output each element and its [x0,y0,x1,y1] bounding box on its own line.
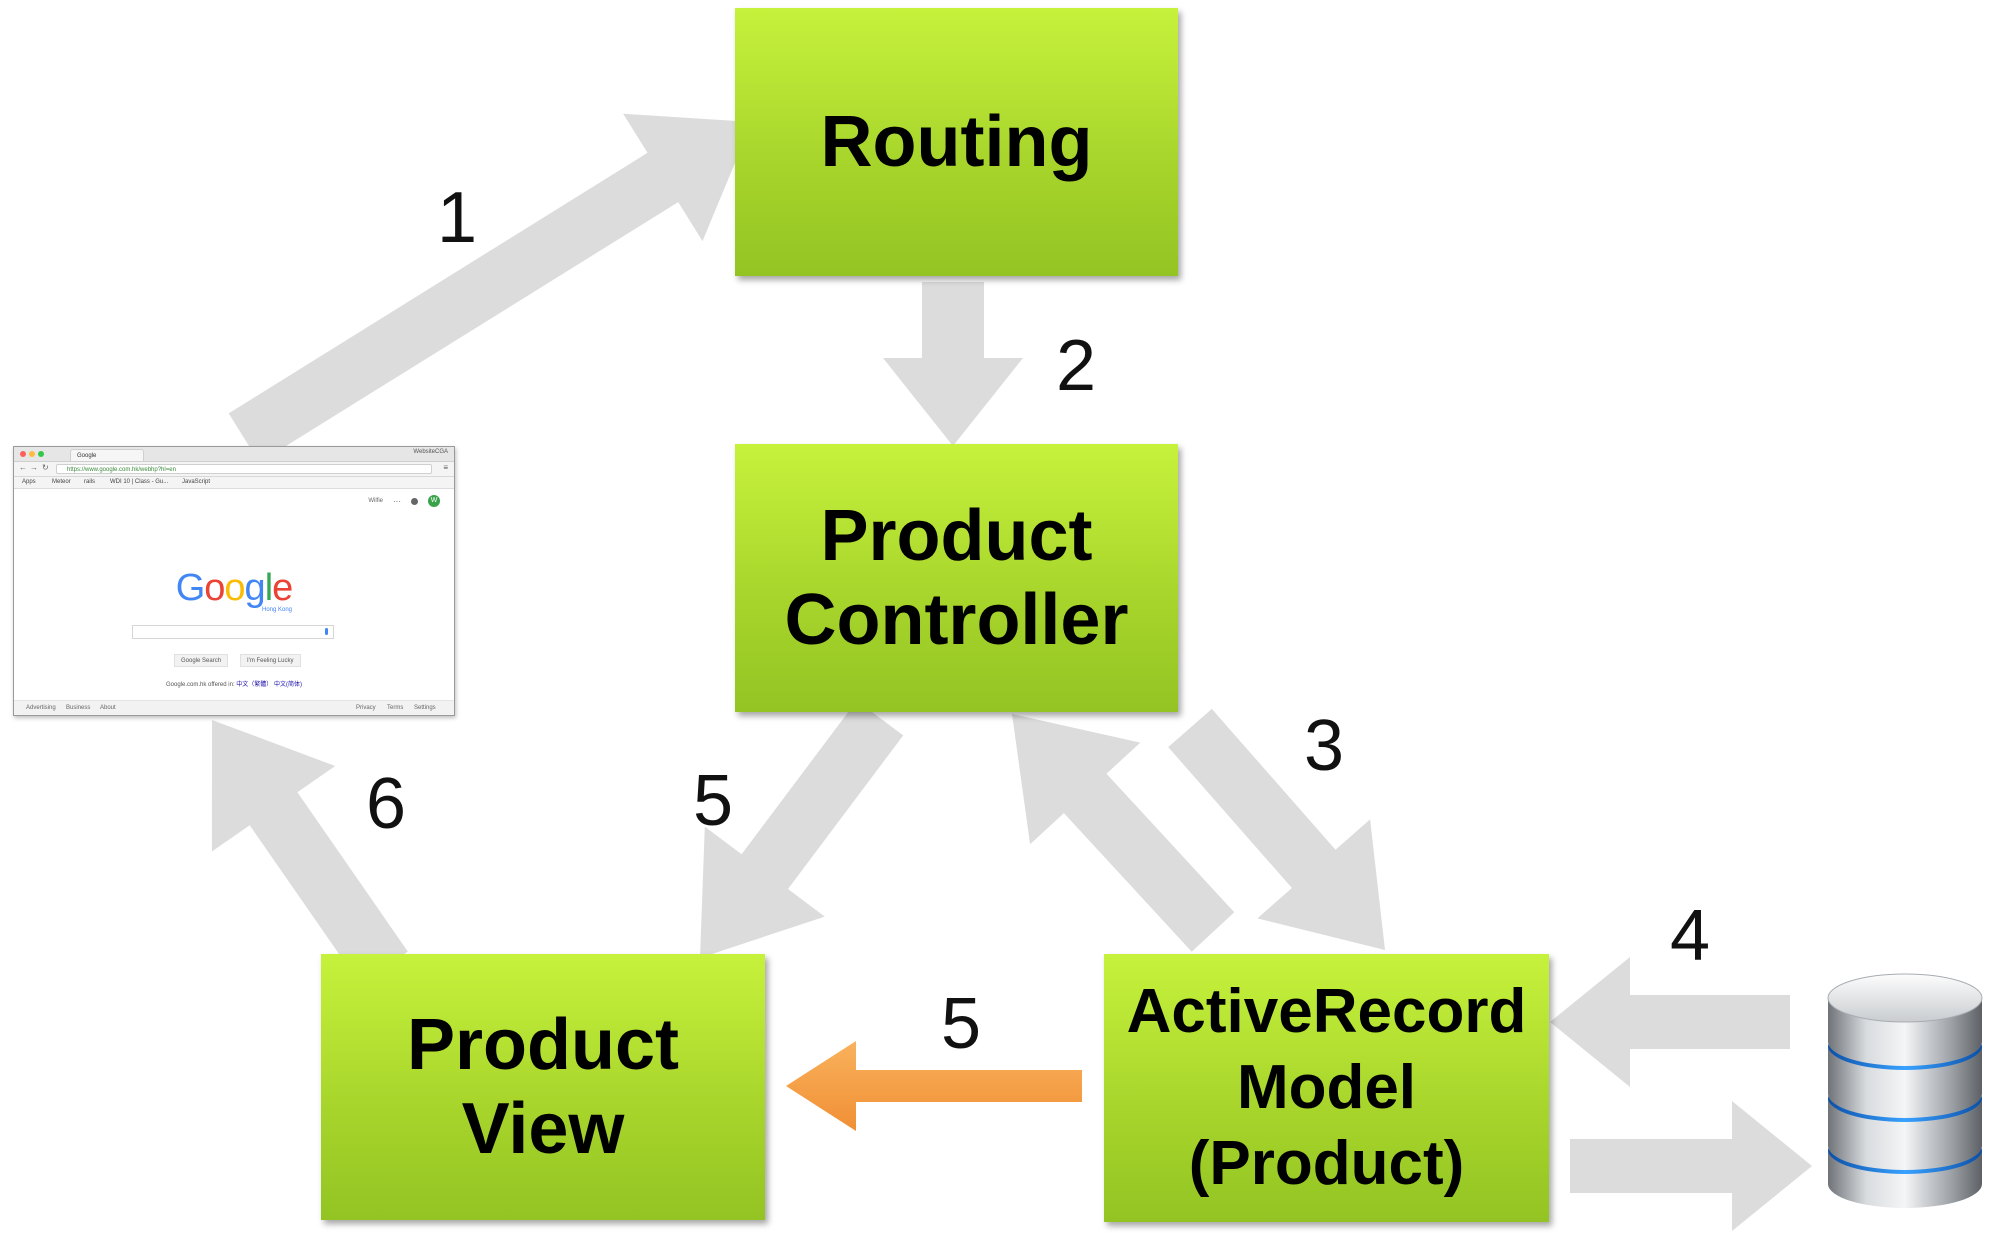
minimize-dot-icon[interactable] [29,451,35,457]
browser-tab[interactable]: Google [70,449,144,461]
zoom-dot-icon[interactable] [38,451,44,457]
routing-label: Routing [820,102,1093,182]
google-logo-letter: l [264,567,274,609]
bookmarks-bar: Apps Meteor rails WDI 10 | Class - Gu...… [14,477,454,489]
step-2-label: 2 [1056,326,1097,406]
google-logo-letter: e [272,567,293,609]
footer-link[interactable]: Terms [387,705,404,711]
language-links[interactable]: 中文（繁體） 中文(简体) [236,682,302,688]
bookmark-item[interactable]: WDI 10 | Class - Gu... [110,479,169,485]
footer-link[interactable]: About [100,705,116,711]
model-label-line2: Model [1236,1053,1417,1122]
apps-grid-icon[interactable]: ⋯ [393,496,401,506]
arrow-6-view-to-browser [211,720,408,985]
google-logo-letter: g [244,567,266,609]
bookmark-item[interactable]: Apps [22,479,36,485]
routing-box: Routing [735,8,1178,276]
google-logo-sub: Hong Kong [262,607,293,613]
product-controller-box: Product Controller [735,444,1178,712]
step-1-label: 1 [437,178,478,258]
footer-link[interactable]: Settings [414,705,436,711]
bookmark-item[interactable]: JavaScript [182,479,211,485]
model-label-line3: (Product) [1188,1129,1465,1198]
step-4-label: 4 [1670,896,1711,976]
google-search-button[interactable]: Google Search [174,654,229,667]
controller-label-line2: Controller [784,580,1129,660]
view-label-line1: Product [406,1005,679,1085]
close-dot-icon[interactable] [20,451,26,457]
google-topbar: Wilfie ⋯ W [368,495,440,507]
step-5-model-view-label: 5 [941,984,982,1064]
feeling-lucky-button[interactable]: I'm Feeling Lucky [240,654,301,667]
browser-titlebar: Google WebsiteCGA [14,447,454,462]
avatar[interactable]: W [428,495,440,507]
model-label-line1: ActiveRecord [1126,977,1527,1046]
arrow-5-model-to-view [786,1041,1082,1131]
step-3-label: 3 [1304,706,1345,786]
database-icon [1827,973,1983,1208]
arrow-model-to-controller [1012,714,1235,952]
arrow-2-routing-to-controller [883,282,1023,446]
forward-icon[interactable]: → [30,463,38,472]
google-logo: Google [14,567,454,610]
menu-icon[interactable]: ≡ [443,463,448,472]
notifications-icon[interactable] [411,497,418,505]
step-6-label: 6 [366,764,407,844]
gmail-link[interactable]: Wilfie [368,498,383,504]
offered-in-text: Google.com.hk offered in: 中文（繁體） 中文(简体) [14,679,454,688]
browser-footer: Advertising Business About Privacy Terms… [14,700,454,715]
activerecord-model-box: ActiveRecord Model (Product) [1104,954,1549,1222]
footer-link[interactable]: Business [66,705,91,711]
bookmark-item[interactable]: Meteor [52,479,71,485]
view-label-line2: View [461,1089,625,1169]
product-view-box: Product View [321,954,765,1220]
arrow-model-to-database [1570,1101,1812,1231]
google-logo-letter: o [204,567,225,609]
browser-user: WebsiteCGA [413,449,448,455]
back-icon[interactable]: ← [19,463,27,472]
microphone-icon[interactable] [325,628,328,635]
google-logo-letter: G [175,567,206,609]
google-logo-letter: o [224,567,245,609]
arrow-4-database-to-model [1550,957,1790,1087]
browser-window: Google WebsiteCGA ← → ↻ https://www.goog… [13,446,455,716]
bookmark-item[interactable]: rails [84,479,96,485]
reload-icon[interactable]: ↻ [42,463,49,472]
step-5-controller-view-label: 5 [693,761,734,841]
address-bar[interactable]: https://www.google.com.hk/webhp?hl=en [56,464,432,474]
search-input[interactable] [132,625,334,639]
browser-toolbar: ← → ↻ https://www.google.com.hk/webhp?hl… [14,462,454,477]
arrow-3-controller-to-model [1168,708,1385,950]
footer-link[interactable]: Privacy [356,705,376,711]
arrow-5-controller-to-view [700,700,904,958]
arrow-1-browser-to-routing [228,113,752,463]
controller-label-line1: Product [820,496,1093,576]
footer-link[interactable]: Advertising [26,705,56,711]
offered-label: Google.com.hk offered in: [166,682,235,688]
